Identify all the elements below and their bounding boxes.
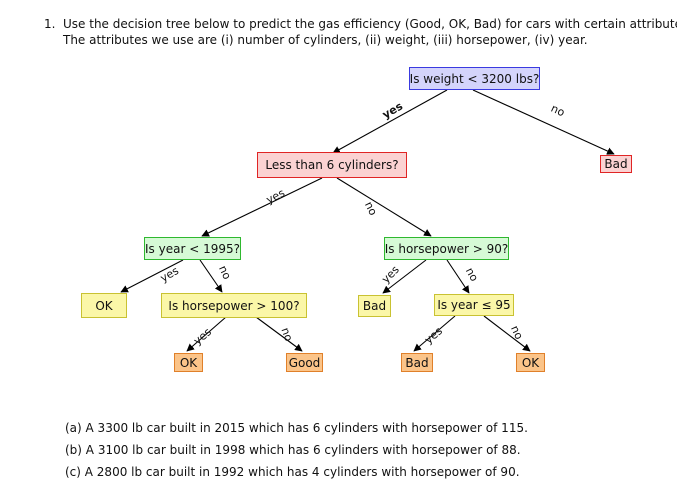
leaf-ok-left: OK <box>81 293 127 318</box>
leaf-ok-bottom-label: OK <box>179 355 198 370</box>
node-horsepower-100-label: Is horsepower > 100? <box>168 298 300 313</box>
question-line-2: The attributes we use are (i) number of … <box>63 33 588 47</box>
edge-y1995-no <box>199 259 223 293</box>
leaf-ok-bottom: OK <box>174 353 203 372</box>
leaf-good: Good <box>286 353 323 372</box>
node-horsepower-100: Is horsepower > 100? <box>161 293 307 318</box>
sub-question-b: (b) A 3100 lb car built in 1998 which ha… <box>65 443 521 457</box>
edge-root-yes <box>332 89 448 154</box>
question-number: 1. <box>44 17 56 31</box>
edge-cyl-yes <box>201 177 323 237</box>
node-year-1995: Is year < 1995? <box>144 237 241 260</box>
node-year-1995-label: Is year < 1995? <box>145 241 240 256</box>
leaf-bad-mid-label: Bad <box>362 299 387 313</box>
leaf-ok-right: OK <box>516 353 545 372</box>
root-node-label: Is weight < 3200 lbs? <box>409 71 540 86</box>
edge-y95-yes <box>413 315 456 352</box>
leaf-bad-top: Bad <box>600 155 632 173</box>
edge-hp100-no <box>255 316 303 352</box>
root-node-weight: Is weight < 3200 lbs? <box>409 67 540 90</box>
node-horsepower-90: Is horsepower > 90? <box>384 237 509 260</box>
leaf-good-label: Good <box>288 355 321 370</box>
edge-root-no <box>472 89 615 155</box>
question-line-1: Use the decision tree below to predict t… <box>63 17 677 31</box>
sub-questions: (a) A 3300 lb car built in 2015 which ha… <box>65 417 528 483</box>
node-year-95-label: Is year ≤ 95 <box>437 298 511 312</box>
edge-hp100-yes <box>186 316 227 352</box>
leaf-ok-right-label: OK <box>521 355 540 370</box>
leaf-ok-left-label: OK <box>95 298 113 313</box>
node-cylinders-label: Less than 6 cylinders? <box>265 158 399 172</box>
leaf-bad-bottom: Bad <box>401 353 433 372</box>
node-cylinders: Less than 6 cylinders? <box>257 152 407 178</box>
sub-question-c: (c) A 2800 lb car built in 1992 which ha… <box>65 465 520 479</box>
sub-question-a: (a) A 3300 lb car built in 2015 which ha… <box>65 421 528 435</box>
node-horsepower-90-label: Is horsepower > 90? <box>384 241 509 256</box>
edge-hp90-no <box>446 259 470 294</box>
edge-hp90-yes <box>382 259 427 294</box>
leaf-bad-top-label: Bad <box>604 157 628 171</box>
edge-y1995-yes <box>120 259 184 293</box>
edge-cyl-no <box>336 177 432 237</box>
node-year-95: Is year ≤ 95 <box>434 294 514 316</box>
leaf-bad-mid: Bad <box>358 295 391 317</box>
leaf-bad-bottom-label: Bad <box>405 355 429 370</box>
edge-y95-no <box>483 315 531 352</box>
